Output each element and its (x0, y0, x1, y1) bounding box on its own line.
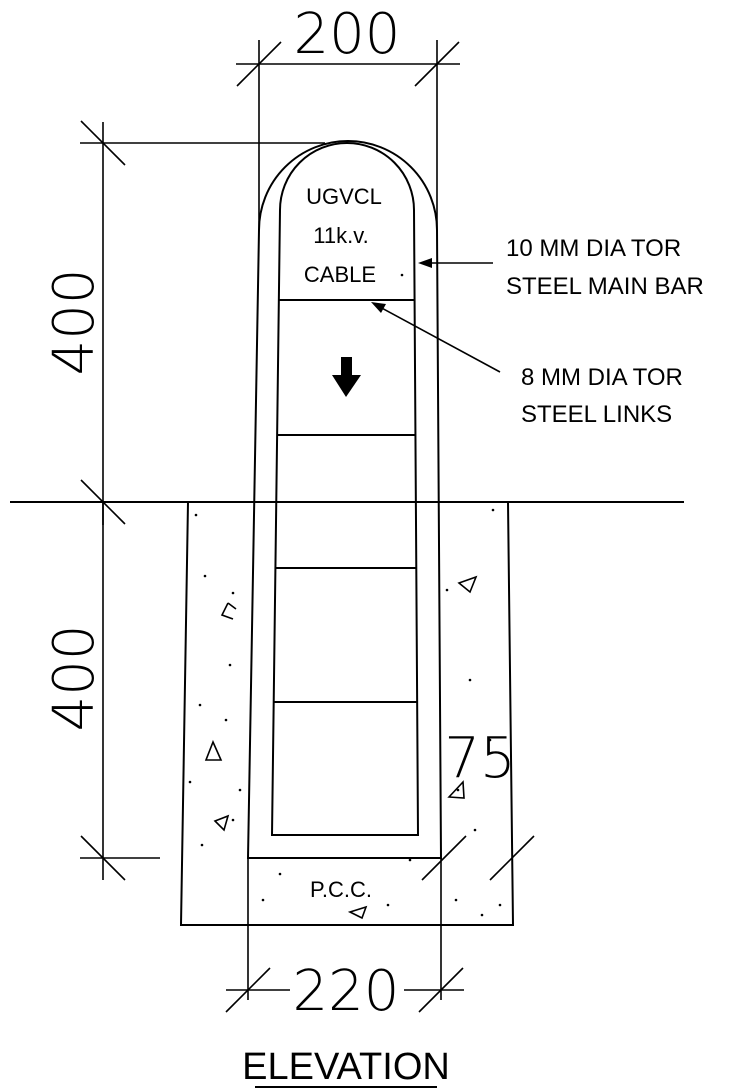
dimension-base-width (225, 858, 464, 1013)
marker-text-line2: 11k.v. (313, 223, 368, 248)
concrete-hatch (188, 508, 502, 920)
dimension-base-width-label: 220 (293, 959, 400, 1024)
dimension-top-width (236, 40, 460, 230)
drawing-title: ELEVATION (242, 1046, 450, 1088)
main-bar-label-line2: STEEL MAIN BAR (506, 273, 704, 300)
links-label-line2: STEEL LINKS (521, 401, 672, 428)
marker-text-line3: CABLE (304, 262, 376, 287)
marker-post-outline (246, 140, 443, 859)
steel-links (274, 299, 417, 703)
marker-text-line1: UGVCL (306, 184, 382, 209)
main-bar-label-line1: 10 MM DIA TOR (506, 235, 681, 262)
links-leader (371, 302, 501, 373)
main-bar-outline (270, 142, 420, 836)
pcc-label: P.C.C. (310, 877, 372, 902)
dimension-cover-label: 75 (444, 726, 515, 791)
dimension-top-width-label: 200 (294, 2, 401, 67)
dimension-cover (421, 835, 535, 881)
dimension-below-ground (80, 502, 160, 881)
main-bar-leader (418, 258, 493, 268)
pcc-foundation (179, 501, 515, 926)
dimension-above-ground-label: 400 (42, 269, 107, 376)
links-label-line1: 8 MM DIA TOR (521, 364, 683, 391)
dimension-below-ground-label: 400 (42, 625, 107, 732)
arrow-down-icon (332, 357, 361, 397)
dimension-above-ground (80, 120, 325, 525)
